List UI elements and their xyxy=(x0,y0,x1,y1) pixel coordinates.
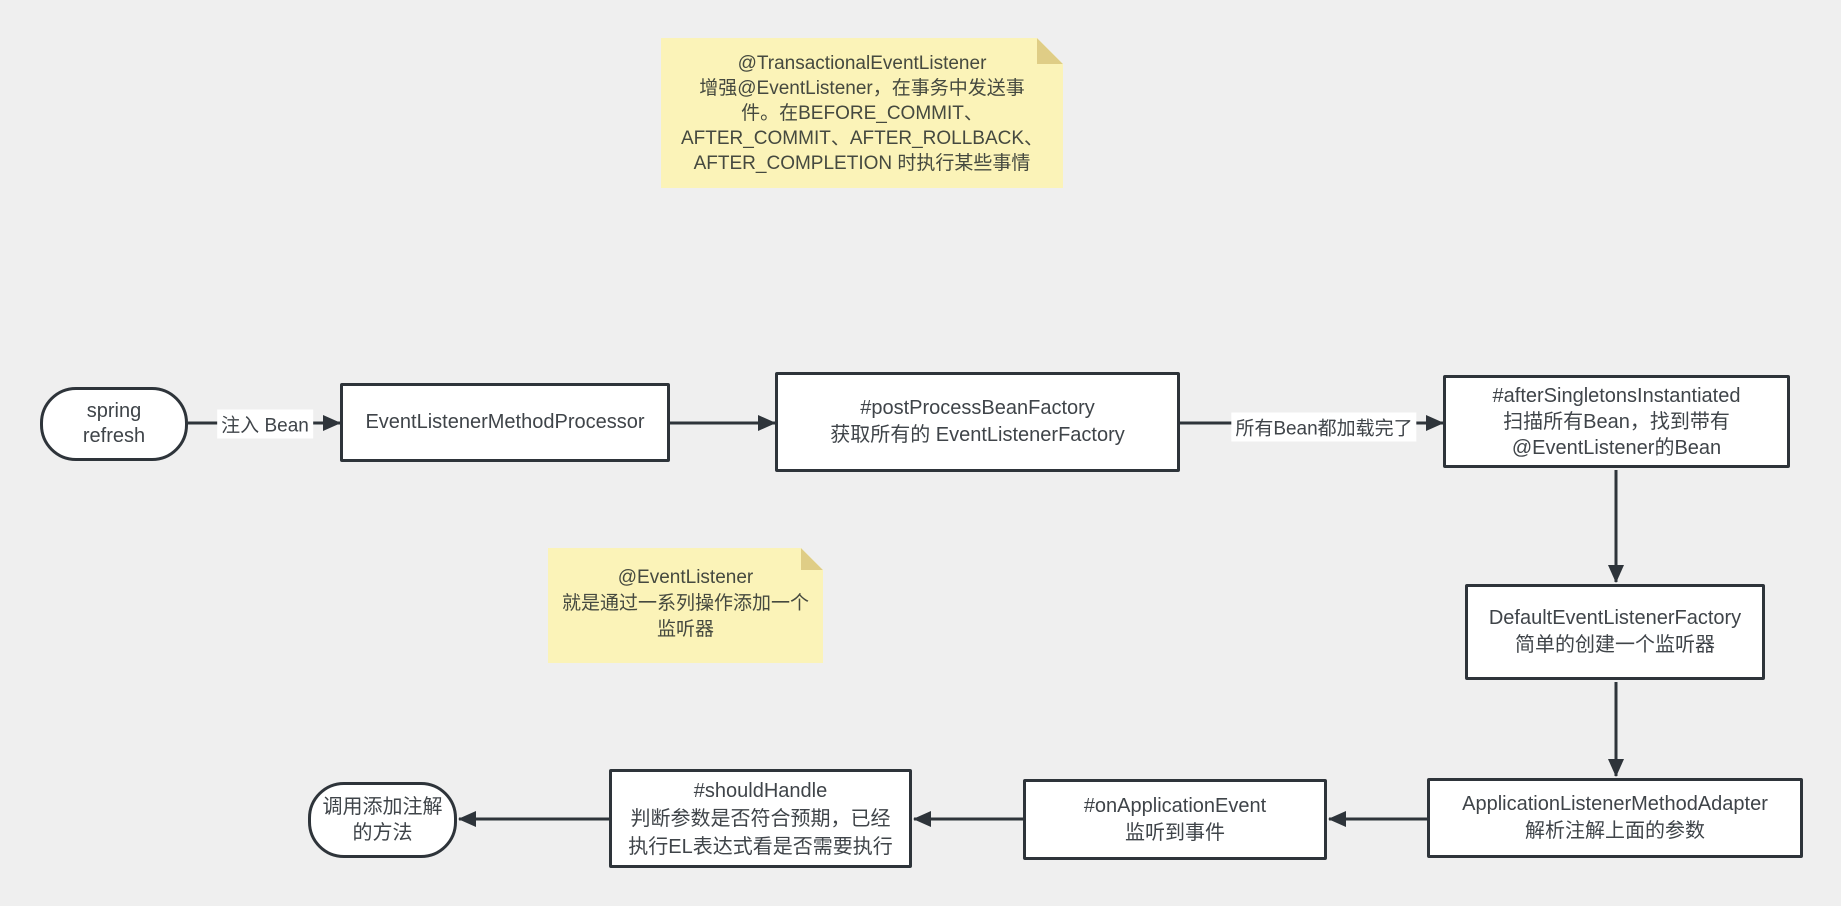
node-post-process-bean-factory: #postProcessBeanFactory 获取所有的 EventListe… xyxy=(775,372,1180,472)
node-label: #shouldHandle xyxy=(693,779,828,802)
node-label: 执行EL表达式看是否需要执行 xyxy=(628,835,893,858)
edge-label-all-beans-loaded: 所有Bean都加载完了 xyxy=(1231,412,1417,442)
node-application-listener-method-adapter: ApplicationListenerMethodAdapter 解析注解上面的… xyxy=(1427,778,1803,858)
node-event-listener-method-processor: EventListenerMethodProcessor xyxy=(340,383,670,462)
node-label: ApplicationListenerMethodAdapter xyxy=(1462,793,1768,815)
node-label: 的方法 xyxy=(352,822,413,844)
node-on-application-event: #onApplicationEvent 监听到事件 xyxy=(1023,779,1327,860)
node-label: DefaultEventListenerFactory xyxy=(1488,607,1742,629)
sticky-note-event-listener: @EventListener 就是通过一系列操作添加一个 监听器 xyxy=(548,548,823,663)
sticky-note-text: @TransactionalEventListener 增强@EventList… xyxy=(680,53,1044,174)
node-label: spring xyxy=(86,400,142,422)
node-label: 扫描所有Bean，找到带有 xyxy=(1503,410,1730,433)
node-after-singletons-instantiated: #afterSingletonsInstantiated 扫描所有Bean，找到… xyxy=(1443,375,1790,468)
node-label: refresh xyxy=(82,425,146,447)
node-label: 调用添加注解 xyxy=(322,796,443,818)
node-label: #onApplicationEvent xyxy=(1083,794,1267,817)
node-spring-refresh: spring refresh xyxy=(40,387,188,461)
node-label: 判断参数是否符合预期，已经 xyxy=(630,807,891,830)
node-label: 监听到事件 xyxy=(1125,821,1225,844)
node-call-annotated-method: 调用添加注解 的方法 xyxy=(308,782,457,858)
node-default-event-listener-factory: DefaultEventListenerFactory 简单的创建一个监听器 xyxy=(1465,584,1765,680)
node-should-handle: #shouldHandle 判断参数是否符合预期，已经 执行EL表达式看是否需要… xyxy=(609,769,912,868)
node-label: 解析注解上面的参数 xyxy=(1525,820,1705,842)
node-label: @EventListener的Bean xyxy=(1511,436,1722,459)
edge-label-inject-bean: 注入 Bean xyxy=(217,409,313,439)
sticky-note-transactional-event-listener: @TransactionalEventListener 增强@EventList… xyxy=(661,38,1063,188)
node-label: #afterSingletonsInstantiated xyxy=(1492,384,1741,407)
sticky-note-text: @EventListener 就是通过一系列操作添加一个 监听器 xyxy=(561,567,809,640)
node-label: 简单的创建一个监听器 xyxy=(1515,634,1715,656)
node-label: #postProcessBeanFactory xyxy=(860,397,1095,419)
node-label: 获取所有的 EventListenerFactory xyxy=(830,424,1125,446)
node-label: EventListenerMethodProcessor xyxy=(365,411,645,433)
